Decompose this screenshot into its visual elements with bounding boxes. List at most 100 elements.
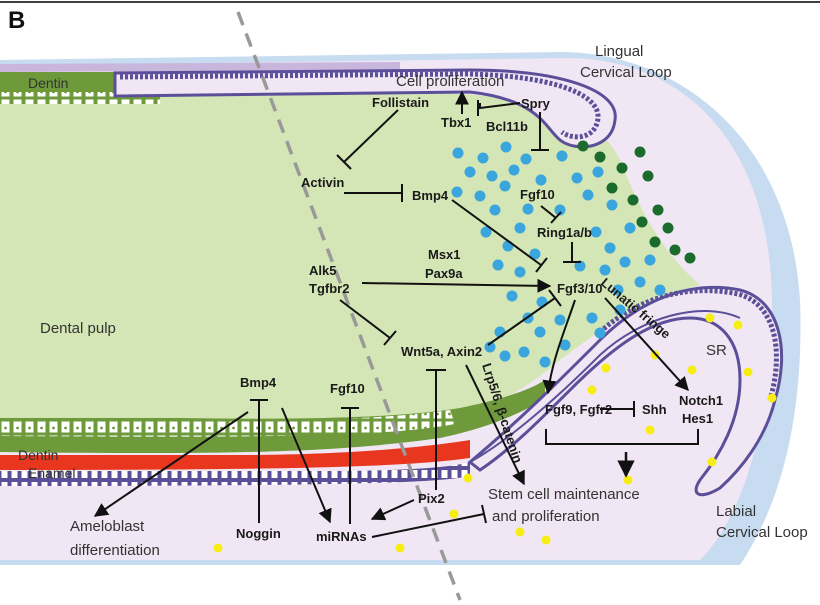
green-cell <box>577 140 589 152</box>
shh-label: Shh <box>642 402 667 417</box>
blue-cell <box>606 199 618 211</box>
fgf10-bottom-label: Fgf10 <box>330 381 365 396</box>
tgfbr2-label: Tgfbr2 <box>309 281 349 296</box>
green-cell <box>642 170 654 182</box>
dental-pulp-label: Dental pulp <box>40 320 116 337</box>
yellow-cell <box>587 385 597 395</box>
pax9a-label: Pax9a <box>425 266 463 281</box>
panel-letter: B <box>8 7 25 34</box>
yellow-cell <box>767 393 777 403</box>
fgf10-top-label: Fgf10 <box>520 187 555 202</box>
enamel-label: Enamel <box>28 465 75 481</box>
wnt5a-to-fgf3-line <box>487 297 556 346</box>
blue-cell <box>502 240 514 252</box>
dentin-top-band <box>0 72 120 92</box>
green-cell <box>669 244 681 256</box>
alk5-to-fgf3-arrow <box>361 278 552 293</box>
yellow-cell <box>733 320 743 330</box>
blue-cell <box>654 284 666 296</box>
blue-cell <box>554 204 566 216</box>
alk5-label: Alk5 <box>309 263 336 278</box>
follistatin-to-activin-line <box>343 109 399 163</box>
blue-cell <box>634 276 646 288</box>
green-cell <box>636 216 648 228</box>
blue-cell <box>619 256 631 268</box>
lingual-loop-label-2: Cervical Loop <box>580 64 672 81</box>
green-cell <box>616 162 628 174</box>
green-cell <box>634 146 646 158</box>
pulp-extension <box>420 92 700 413</box>
ameloblast-label-1: Ameloblast <box>70 518 145 535</box>
hes1-label: Hes1 <box>682 411 713 426</box>
blue-cell <box>452 147 464 159</box>
odontoblast-bottom-row <box>0 410 455 437</box>
cell-proliferation-label: Cell proliferation <box>396 73 504 90</box>
blue-cell <box>592 166 604 178</box>
blue-cell <box>486 170 498 182</box>
fgf3-10-label: Fgf3/10 <box>557 281 603 296</box>
mirnas-stem-bar <box>481 504 487 524</box>
alk5-to-wnt5a-line <box>339 299 391 339</box>
ameloblast-row <box>0 462 470 486</box>
blue-cell <box>474 190 486 202</box>
mirnas-to-stem-line <box>371 513 485 538</box>
bmp4-fgf3-bar <box>535 257 548 273</box>
green-cell <box>652 204 664 216</box>
dental-pulp-region <box>0 92 560 434</box>
msx1-label: Msx1 <box>428 247 461 262</box>
bmp4-to-mirnas-arrow <box>281 407 332 524</box>
green-cell <box>662 222 674 234</box>
blue-cell <box>624 222 636 234</box>
lingual-loop-cells <box>119 71 601 140</box>
ameloblast-label-2: differentiation <box>70 542 160 559</box>
mirnas-label: miRNAs <box>316 529 367 544</box>
yellow-cell <box>645 425 655 435</box>
yellow-cell <box>515 527 525 537</box>
ring1ab-label: Ring1a/b <box>537 225 592 240</box>
blue-cell <box>477 152 489 164</box>
labial-loop-label-2: Cervical Loop <box>716 524 808 541</box>
yellow-cell <box>623 475 633 485</box>
fgf9-fgfr2-label: Fgf9, Fgfr2 <box>545 402 612 417</box>
blue-cell <box>612 284 624 296</box>
blue-cell <box>590 226 602 238</box>
fgf3-to-fgf9-arrow <box>542 299 576 395</box>
bmp4-to-ameloblast-arrow <box>93 411 249 517</box>
blue-cell <box>489 204 501 216</box>
follistatin-activin-bar <box>336 154 352 170</box>
noggin-label: Noggin <box>236 526 281 541</box>
yellow-cell <box>541 535 551 545</box>
blue-cell <box>451 186 463 198</box>
blue-cell <box>508 164 520 176</box>
blue-cell <box>520 153 532 165</box>
blue-cell <box>499 350 511 362</box>
blue-cell <box>529 248 541 260</box>
spry-inhibits-tbx1 <box>479 102 521 110</box>
green-cell <box>627 194 639 206</box>
yellow-cell <box>395 543 405 553</box>
blue-cell <box>582 189 594 201</box>
blue-cell <box>464 166 476 178</box>
bmp4-to-fgf3-line <box>451 199 542 266</box>
notch1-label: Notch1 <box>679 393 723 408</box>
pix2-label: Pix2 <box>418 491 445 506</box>
labial-loop-cells <box>598 288 779 401</box>
fgf10-ring-bar <box>550 211 562 224</box>
dentin-top-label: Dentin <box>28 75 68 91</box>
labial-loop-label-1: Labial <box>716 503 756 520</box>
spry-label: Spry <box>521 96 551 111</box>
fgf9-notch-bracket <box>545 429 699 445</box>
activin-label: Activin <box>301 175 344 190</box>
yellow-cell <box>707 457 717 467</box>
bmp4-bottom-label: Bmp4 <box>240 375 277 390</box>
tbx1-label: Tbx1 <box>441 115 471 130</box>
blue-cell <box>492 259 504 271</box>
blue-cell <box>500 141 512 153</box>
yellow-cell <box>449 509 459 519</box>
top-epithelium-bar <box>0 62 400 72</box>
blue-cell <box>484 341 496 353</box>
yellow-cell <box>213 543 223 553</box>
wnt5a-fgf3-bar <box>548 289 562 307</box>
blue-cell <box>599 264 611 276</box>
